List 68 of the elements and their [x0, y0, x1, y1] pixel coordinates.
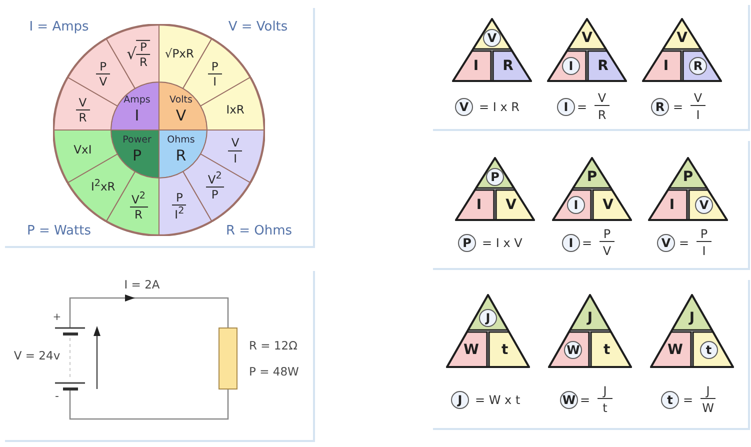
denominator: I	[701, 244, 707, 257]
numerator: V	[594, 92, 610, 106]
quantity-name: Ohms	[167, 135, 195, 145]
quantity-symbol: t	[603, 342, 610, 356]
equals-sign: =	[582, 237, 592, 249]
fraction: P I$^{2}$	[172, 192, 186, 221]
denominator: t	[602, 401, 608, 414]
quantity-symbol: V	[676, 31, 688, 46]
formula: IxR	[226, 104, 244, 116]
fraction: V$^{2}$ R	[130, 192, 148, 221]
polarity-sign: -	[55, 390, 59, 402]
numerator: P	[696, 228, 712, 242]
numerator: J	[700, 385, 716, 399]
quantity-symbol: J	[689, 310, 695, 325]
equation-text: = I x V	[482, 237, 522, 249]
quantity-symbol: J	[587, 310, 593, 325]
equals-sign: =	[682, 394, 694, 406]
equation-text: = W x t	[475, 394, 520, 406]
quantity-symbol: W	[463, 342, 479, 356]
unit-label: P = Watts	[27, 224, 91, 238]
denominator: V	[602, 244, 612, 257]
quantity-symbol: V	[506, 198, 516, 212]
quantity-symbol: V	[176, 108, 186, 124]
current-label: I = 2A	[124, 279, 160, 291]
denominator: R	[596, 108, 608, 121]
quantity-symbol: t	[501, 342, 508, 356]
voltage-label: V = 24v	[14, 350, 60, 362]
quantity-symbol: V	[582, 31, 592, 46]
formula: √PxR	[164, 48, 194, 60]
fraction: P V	[96, 60, 110, 88]
denominator: W	[701, 401, 715, 414]
equals-sign: =	[678, 237, 690, 249]
power-label: P = 48W	[249, 366, 299, 378]
quantity-symbol: V	[602, 198, 614, 212]
equals-sign: =	[576, 101, 588, 113]
formula: I$^{2}$xR	[90, 178, 116, 194]
quantity-symbol: I	[663, 59, 669, 73]
quantity-symbol: I	[669, 198, 675, 212]
resistance-label: R = 12Ω	[249, 340, 298, 352]
fraction: V$^{2}$ P	[206, 171, 224, 200]
quantity-symbol: P	[586, 170, 598, 184]
quantity-name: Power	[122, 135, 152, 145]
unit-label: I = Amps	[29, 20, 89, 34]
quantity-symbol: R	[598, 59, 608, 73]
fraction: P I	[208, 60, 222, 88]
quantity-symbol: P	[682, 170, 694, 184]
unit-label: R = Ohms	[226, 224, 292, 238]
fraction: V I	[228, 136, 242, 164]
quantity-symbol: P	[132, 148, 142, 164]
quantity-symbol: I	[134, 108, 140, 124]
quantity-symbol: R	[502, 59, 514, 73]
quantity-symbol: R	[176, 148, 186, 164]
formula: VxI	[74, 144, 92, 156]
numerator: J	[598, 385, 612, 399]
quantity-name: Amps	[124, 95, 150, 105]
equals-sign: =	[580, 394, 590, 406]
quantity-symbol: I	[476, 198, 482, 212]
fraction: V R	[76, 96, 90, 124]
numerator: V	[690, 92, 706, 106]
unit-label: V = Volts	[228, 20, 288, 34]
polarity-sign: +	[52, 313, 62, 323]
quantity-symbol: I	[473, 59, 479, 73]
denominator: I	[695, 108, 701, 121]
quantity-name: Volts	[170, 95, 192, 105]
equation-text: = I x R	[479, 101, 520, 113]
quantity-symbol: W	[667, 342, 683, 356]
equals-sign: =	[672, 101, 684, 113]
numerator: P	[600, 228, 614, 242]
